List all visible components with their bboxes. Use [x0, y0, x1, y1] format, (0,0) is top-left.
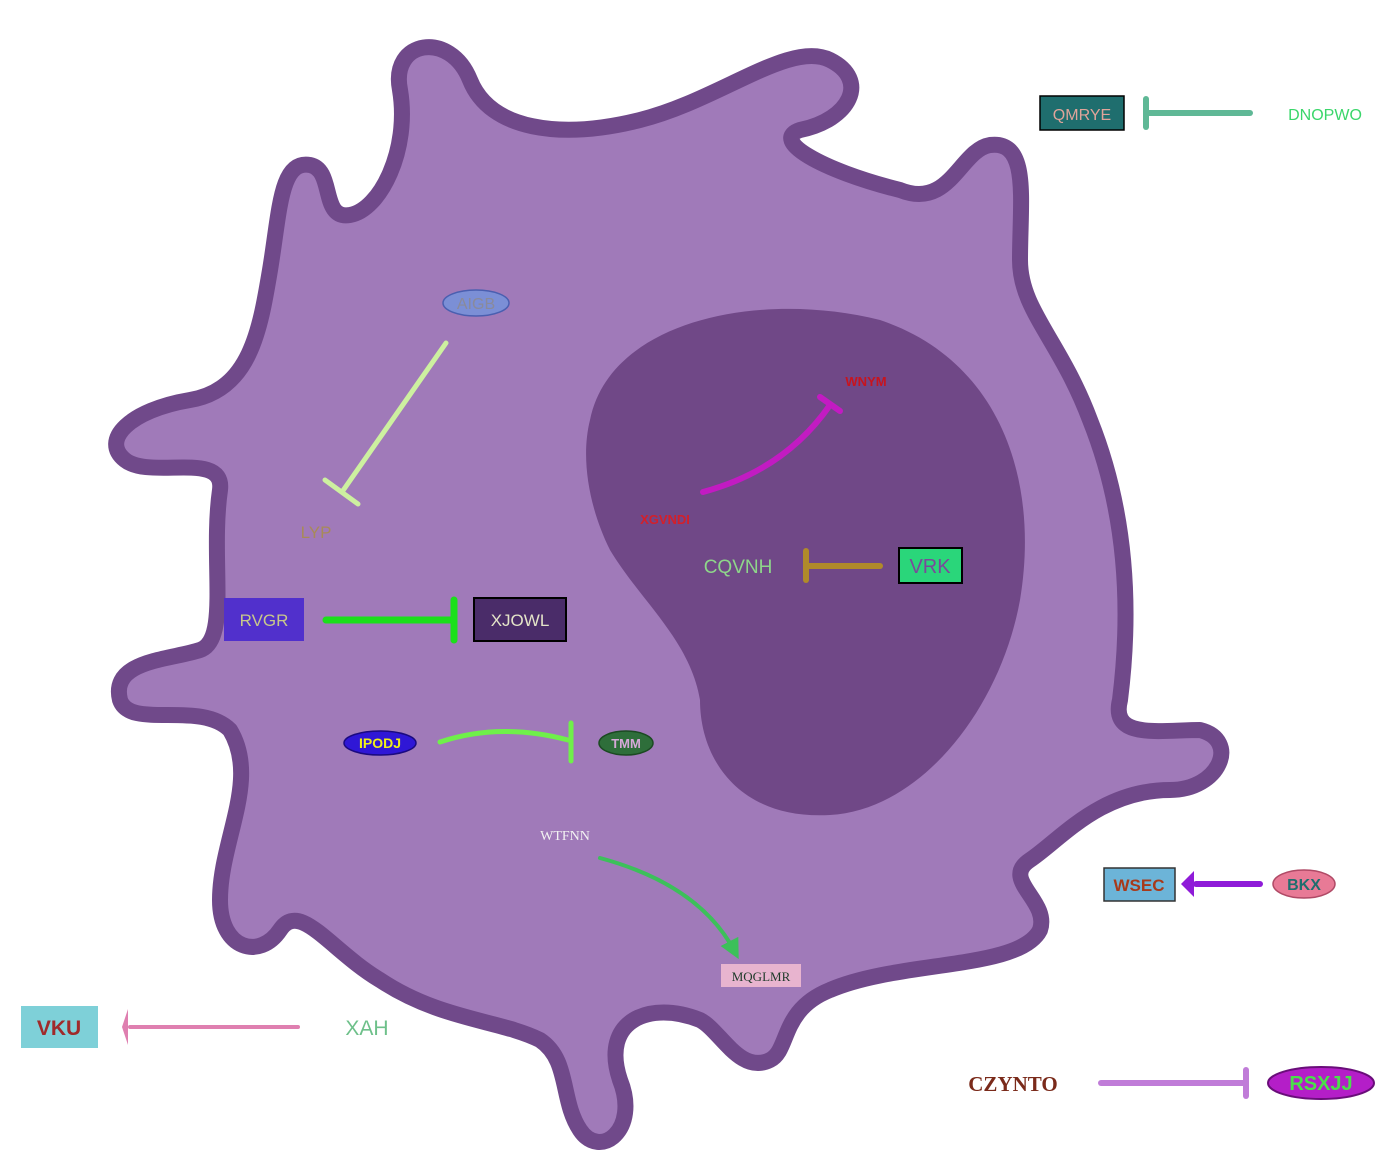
node-vrk[interactable]: VRK	[898, 547, 963, 584]
node-czynto-label: CZYNTO	[968, 1072, 1057, 1096]
node-xah-label: XAH	[345, 1017, 388, 1040]
node-vku-label: VKU	[37, 1017, 81, 1040]
node-ipodj[interactable]: IPODJ	[343, 730, 417, 756]
node-rvgr[interactable]: RVGR	[224, 598, 304, 641]
node-rvgr-label: RVGR	[240, 611, 289, 630]
edge-bkx-wsec	[1181, 871, 1263, 897]
edge-czynto-rsxjj	[1098, 1067, 1249, 1099]
node-wnym[interactable]: WNYM	[845, 374, 886, 389]
edge-xah-vku	[122, 1009, 300, 1045]
node-tmm[interactable]: TMM	[598, 730, 654, 756]
node-xgvndi-label: XGVNDI	[640, 512, 690, 527]
node-aigb-label: AIGB	[457, 296, 495, 313]
node-vku[interactable]: VKU	[21, 1006, 98, 1048]
node-xgvndi[interactable]: XGVNDI	[640, 512, 690, 527]
node-cqvnh-label: CQVNH	[704, 557, 773, 578]
edge-dnopwo-qmrye	[1143, 96, 1253, 130]
node-czynto[interactable]: CZYNTO	[968, 1072, 1057, 1096]
node-xjowl-label: XJOWL	[491, 611, 550, 630]
node-wtfnn[interactable]: WTFNN	[540, 829, 590, 844]
node-qmrye[interactable]: QMRYE	[1039, 95, 1125, 131]
node-lyp-label: LYP	[301, 523, 332, 542]
node-mqglmr[interactable]: MQGLMR	[721, 964, 801, 987]
node-vrk-label: VRK	[909, 556, 951, 578]
node-qmrye-label: QMRYE	[1053, 107, 1111, 124]
node-dnopwo[interactable]: DNOPWO	[1288, 107, 1362, 124]
node-wsec[interactable]: WSEC	[1103, 867, 1176, 902]
node-xjowl[interactable]: XJOWL	[473, 597, 567, 642]
node-bkx[interactable]: BKX	[1272, 869, 1336, 899]
node-xah[interactable]: XAH	[345, 1017, 388, 1040]
node-dnopwo-label: DNOPWO	[1288, 107, 1362, 124]
node-wsec-label: WSEC	[1114, 876, 1165, 895]
node-tmm-label: TMM	[611, 736, 641, 751]
edge-wtfnn-mqglmr	[598, 856, 739, 960]
edge-rvgr-xjowl	[322, 596, 458, 644]
node-cqvnh[interactable]: CQVNH	[704, 557, 773, 578]
node-bkx-label: BKX	[1287, 877, 1321, 894]
node-aigb[interactable]: AIGB	[442, 289, 510, 317]
edge-ipodj-tmm	[437, 720, 574, 764]
edge-xgvndi-wnym	[700, 394, 843, 495]
node-lyp[interactable]: LYP	[301, 523, 332, 542]
edge-vrk-cqvnh	[803, 548, 883, 583]
node-ipodj-label: IPODJ	[359, 735, 401, 751]
node-rsxjj-label: RSXJJ	[1289, 1073, 1352, 1095]
node-rsxjj[interactable]: RSXJJ	[1267, 1066, 1375, 1100]
node-wtfnn-label: WTFNN	[540, 829, 590, 844]
edge-aigb-lyp	[322, 340, 449, 507]
node-wnym-label: WNYM	[845, 374, 886, 389]
node-mqglmr-label: MQGLMR	[732, 969, 791, 984]
